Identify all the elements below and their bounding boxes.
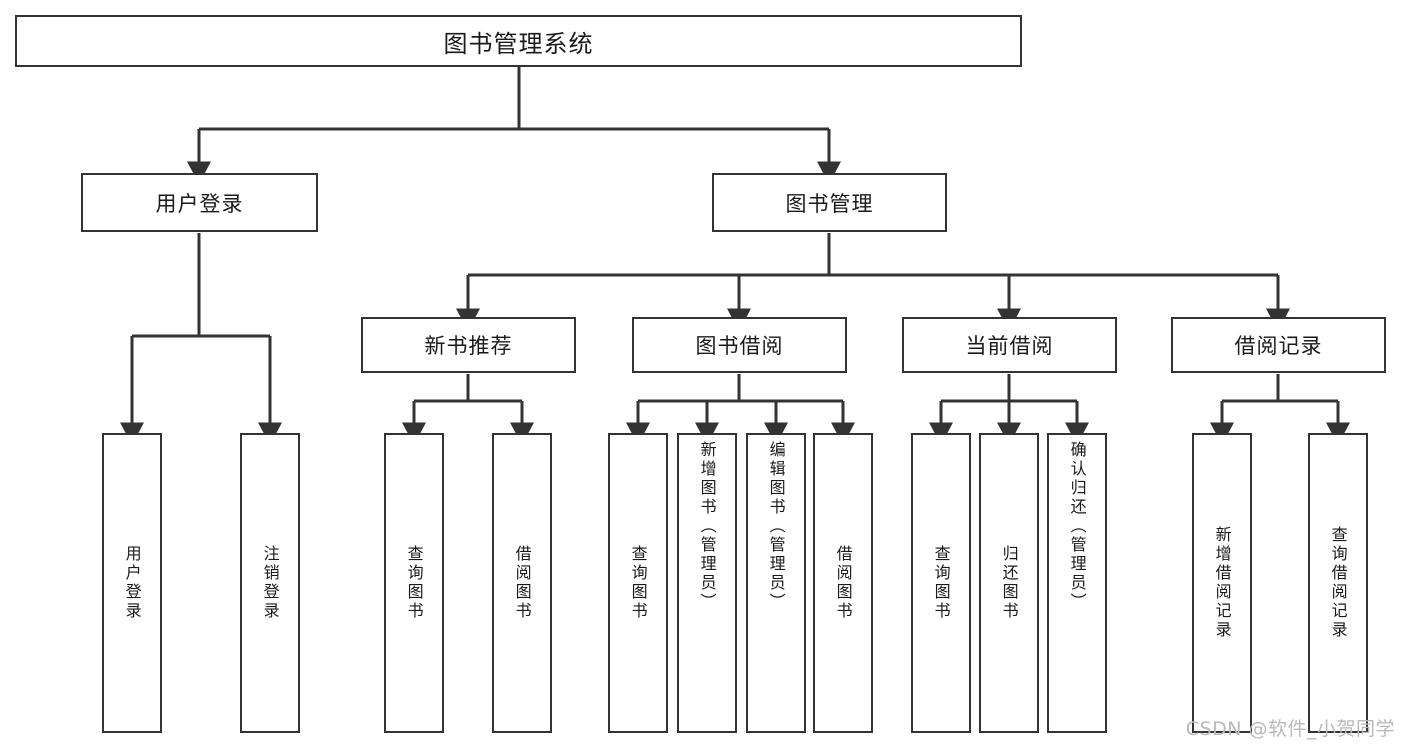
node-borrow-record[interactable]: 借阅记录 — [1171, 317, 1386, 373]
node-label: 查询图书 — [404, 545, 424, 621]
leaf-user-login[interactable]: 用户登录 — [102, 433, 162, 733]
node-label: 归还图书 — [999, 545, 1019, 621]
node-current-borrow[interactable]: 当前借阅 — [902, 317, 1117, 373]
node-label: 注销登录 — [260, 545, 280, 621]
node-book-management-system[interactable]: 图书管理系统 — [15, 15, 1022, 67]
leaf-return-book[interactable]: 归还图书 — [979, 433, 1039, 733]
node-label: 图书借阅 — [695, 334, 784, 358]
node-label: 用户登录 — [155, 191, 244, 216]
leaf-add-book-admin[interactable]: 新增图书（管理员） — [677, 433, 737, 733]
leaf-query-book-recommend[interactable]: 查询图书 — [384, 433, 444, 733]
node-label: 借阅图书 — [833, 545, 853, 621]
node-book-borrow[interactable]: 图书借阅 — [632, 317, 847, 373]
leaf-logout[interactable]: 注销登录 — [240, 433, 300, 733]
node-book-management[interactable]: 图书管理 — [712, 173, 947, 232]
leaf-query-borrow-record[interactable]: 查询借阅记录 — [1308, 433, 1368, 733]
node-label: 新书推荐 — [424, 334, 513, 358]
leaf-query-book-current[interactable]: 查询图书 — [911, 433, 971, 733]
node-label: 新增借阅记录 — [1212, 526, 1232, 640]
node-label: 用户登录 — [122, 545, 142, 621]
node-label: 当前借阅 — [965, 334, 1054, 358]
node-label: 借阅记录 — [1234, 334, 1323, 358]
node-user-login[interactable]: 用户登录 — [81, 173, 318, 232]
node-label: 查询借阅记录 — [1328, 526, 1348, 640]
node-label: 确认归还（管理员） — [1067, 441, 1087, 612]
node-label: 图书管理系统 — [443, 29, 594, 58]
leaf-borrow-book-recommend[interactable]: 借阅图书 — [492, 433, 552, 733]
node-label: 查询图书 — [628, 545, 648, 621]
leaf-edit-book-admin[interactable]: 编辑图书（管理员） — [746, 433, 806, 733]
node-label: 借阅图书 — [512, 545, 532, 621]
node-new-book-recommend[interactable]: 新书推荐 — [361, 317, 576, 373]
leaf-add-borrow-record[interactable]: 新增借阅记录 — [1192, 433, 1252, 733]
leaf-confirm-return-admin[interactable]: 确认归还（管理员） — [1047, 433, 1107, 733]
leaf-borrow-book[interactable]: 借阅图书 — [813, 433, 873, 733]
node-label: 图书管理 — [785, 191, 874, 216]
node-label: 查询图书 — [931, 545, 951, 621]
node-label: 编辑图书（管理员） — [766, 441, 786, 612]
leaf-query-book-borrow[interactable]: 查询图书 — [608, 433, 668, 733]
node-label: 新增图书（管理员） — [697, 441, 717, 612]
